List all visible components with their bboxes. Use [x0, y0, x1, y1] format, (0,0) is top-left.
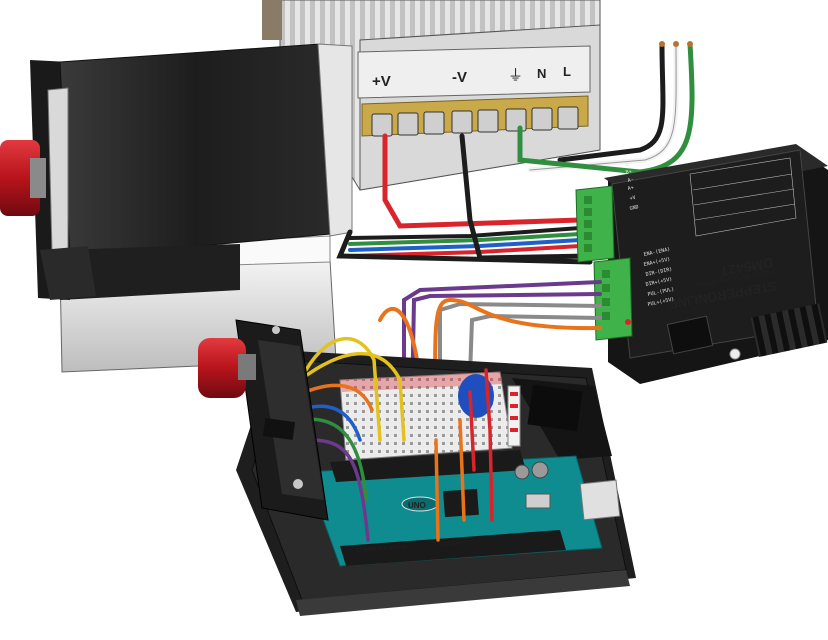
- driver-power-terminal: [575, 185, 615, 263]
- driver-power-label: B-: [625, 161, 632, 168]
- rotary-knob-assembly: [198, 319, 329, 521]
- enclosure-connector: [507, 385, 521, 447]
- psu-label-ground: ⏚: [508, 67, 523, 84]
- power-supply: +V -V ⏚ N L: [262, 0, 601, 191]
- driver-signal-label: DIR-(DIR): [645, 266, 673, 278]
- driver-power-label: +V: [629, 195, 636, 202]
- psu-to-driver-wires: [336, 133, 593, 265]
- motor-wires: [348, 226, 582, 258]
- arduino-board: UNO COMMUNICATION DIGITAL: [305, 450, 621, 567]
- arduino-label-communication: COMMUNICATION: [356, 544, 408, 554]
- psu-terminal-screws: [371, 106, 579, 137]
- driver-signal-label: DIR+(+5V): [645, 276, 673, 288]
- driver-power-labels: GND +V A+ A- B+ B-: [625, 161, 639, 212]
- driver-signal-label: ENA-(ENA): [643, 246, 671, 258]
- driver-signal-label: ENA+(+5V): [643, 256, 671, 268]
- stepper-driver: STEPPERONLINE DM542T Digital Stepping Dr…: [575, 144, 828, 384]
- rotary-knob: [198, 338, 246, 398]
- psu-label-l: L: [563, 64, 571, 79]
- driver-power-label: A-: [627, 177, 634, 184]
- driver-power-label: B+: [625, 169, 632, 176]
- psu-label-pos-v: +V: [372, 73, 391, 90]
- psu-label-n: N: [537, 66, 546, 81]
- arduino-label-digital: DIGITAL: [440, 540, 464, 548]
- driver-signal-label: PUL-(PUL): [647, 286, 675, 298]
- driver-signal-label: PUL+(+5V): [647, 296, 675, 308]
- capacitor: [458, 374, 494, 418]
- driver-signal-terminal: [593, 257, 633, 341]
- stepper-motor: [30, 43, 582, 300]
- motor-shaft-knob: [0, 140, 46, 216]
- psu-label-neg-v: -V: [452, 69, 467, 86]
- driver-power-label: GND: [629, 204, 639, 212]
- psu-terminal-labels: +V -V ⏚ N L: [372, 64, 571, 90]
- driver-power-label: A+: [627, 185, 634, 192]
- arduino-logo: UNO: [408, 501, 426, 510]
- driver-signal-labels: PUL+(+5V) PUL-(PUL) DIR+(+5V) DIR-(DIR) …: [643, 246, 675, 308]
- driver-settings-table: [689, 157, 797, 237]
